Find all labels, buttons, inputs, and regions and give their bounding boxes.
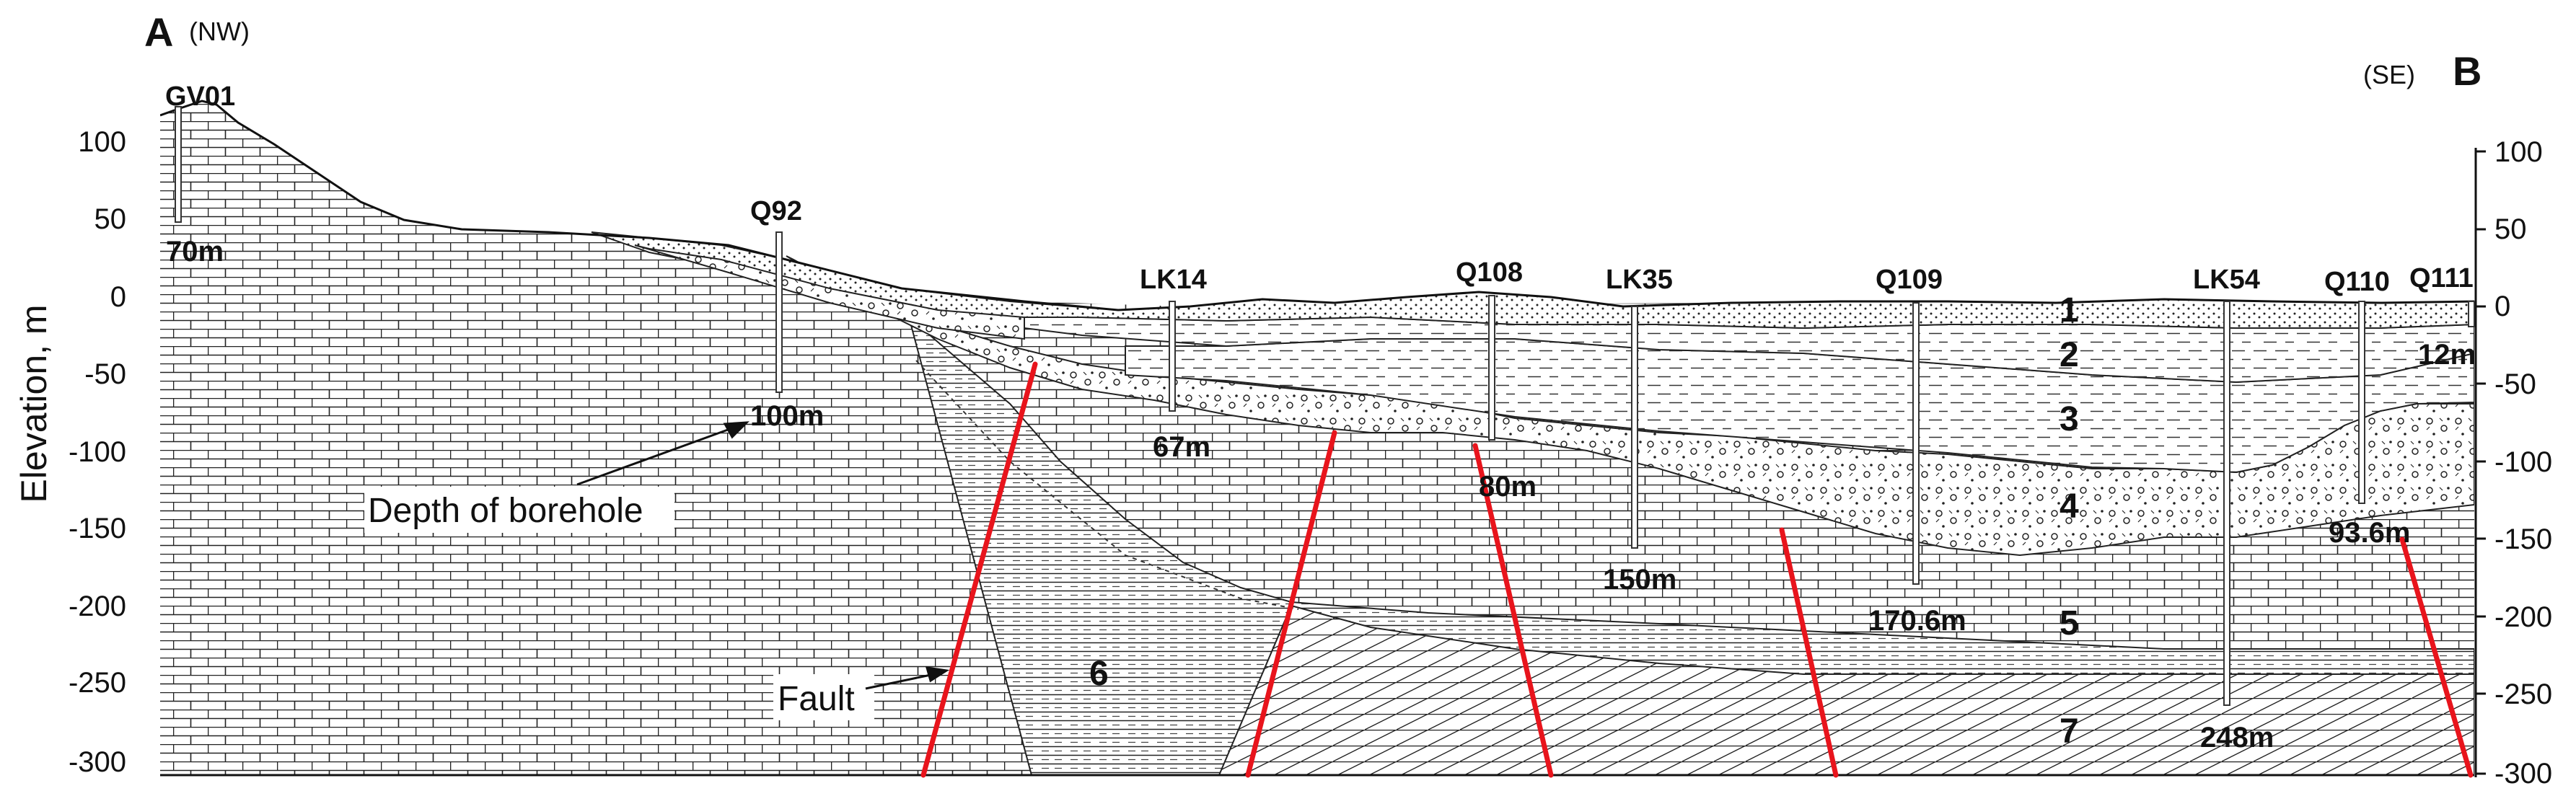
fault-line — [1472, 443, 1554, 778]
borehole-depth: 67m — [1153, 431, 1210, 463]
borehole-depth: 70m — [166, 236, 224, 268]
annotation-fault: Fault — [778, 680, 855, 718]
right-tick-label: -300 — [2494, 758, 2552, 790]
left-tick-label: 0 — [110, 281, 126, 313]
unit-number: 3 — [2060, 400, 2079, 438]
borehole-name: Q92 — [750, 196, 802, 226]
left-tick-label: 100 — [78, 126, 126, 158]
unit-number: 7 — [2060, 712, 2079, 751]
borehole-depth: 12m — [2418, 339, 2476, 371]
faults — [920, 361, 2474, 778]
borehole-q110 — [2358, 301, 2365, 504]
fault-line — [2399, 536, 2474, 778]
borehole-depth: 93.6m — [2329, 517, 2410, 549]
right-tick-label: 0 — [2494, 291, 2510, 322]
left-tick-label: -100 — [69, 436, 126, 468]
borehole-depth: 248m — [2200, 722, 2274, 753]
borehole-name: LK54 — [2193, 265, 2260, 295]
ground-surface — [160, 100, 2474, 311]
left-tick-label: -200 — [69, 591, 126, 622]
fault-line — [920, 361, 1038, 778]
left-y-axis: 100 50 0 -50 -100 -150 -200 -250 -300 — [69, 126, 126, 778]
borehole-lk14 — [1169, 301, 1176, 412]
fault-line — [1779, 527, 1839, 778]
borehole-name: Q108 — [1456, 257, 1523, 288]
annotation-arrow-depth — [576, 421, 749, 486]
right-tick-label: -150 — [2494, 523, 2552, 555]
borehole-q109 — [1912, 302, 1920, 585]
borehole-name: LK35 — [1606, 265, 1673, 295]
borehole-q92 — [775, 231, 783, 393]
borehole-depth: 100m — [750, 400, 824, 432]
right-tick-label: -100 — [2494, 446, 2552, 478]
annotation-arrow-fault — [865, 666, 950, 690]
borehole-name: Q111 — [2409, 263, 2474, 293]
corner-direction-nw: (NW) — [189, 17, 250, 46]
right-y-axis: 100 50 0 -50 -100 -150 -200 -250 -300 — [2494, 136, 2552, 790]
left-tick-label: -250 — [69, 667, 126, 699]
right-tick-label: -200 — [2494, 601, 2552, 633]
unit-number: 6 — [1089, 655, 1109, 693]
left-tick-label: -300 — [69, 746, 126, 778]
boreholes — [175, 106, 2475, 706]
annotation-depth-of-borehole: Depth of borehole — [368, 492, 643, 530]
y-axis-title: Elevation, m — [14, 304, 54, 503]
unit-7-layer — [1218, 604, 2474, 775]
unit-number: 4 — [2060, 487, 2079, 526]
borehole-name: Q109 — [1876, 265, 1943, 295]
gravel-wedge-west — [634, 244, 1025, 340]
borehole-name: LK14 — [1140, 265, 1207, 295]
borehole-lk54 — [2223, 301, 2230, 706]
right-tick-label: -250 — [2494, 678, 2552, 710]
borehole-q111 — [2468, 301, 2475, 327]
corner-label-a: A — [144, 9, 173, 55]
borehole-depths: 70m 100m 67m 80m 150m 170.6m 248m 93.6m … — [166, 236, 2476, 753]
unit-numbers: 1 2 3 4 5 6 7 — [1089, 291, 2079, 751]
annotation-bg-depth — [364, 487, 674, 533]
right-axis-ticks — [2476, 150, 2486, 775]
unit-number: 5 — [2060, 604, 2079, 642]
borehole-gv01 — [175, 106, 182, 223]
borehole-name: Q110 — [2324, 267, 2390, 297]
borehole-depth: 170.6m — [1868, 605, 1966, 637]
unit-number: 1 — [2060, 291, 2079, 330]
left-tick-label: -50 — [84, 358, 126, 390]
corner-label-b: B — [2453, 48, 2482, 94]
right-tick-label: -50 — [2494, 368, 2536, 400]
unit-5-6-contact — [915, 360, 1299, 610]
borehole-name: GV01 — [165, 81, 235, 112]
corner-direction-se: (SE) — [2363, 60, 2415, 89]
fault-line — [1245, 430, 1337, 778]
unit-number: 2 — [2060, 336, 2079, 374]
geology-layers — [160, 100, 2474, 775]
borehole-lk35 — [1631, 306, 1638, 549]
borehole-names: GV01 Q92 LK14 Q108 LK35 Q109 LK54 Q110 Q… — [165, 81, 2474, 297]
right-tick-label: 50 — [2494, 213, 2527, 245]
borehole-depth: 150m — [1603, 564, 1676, 596]
left-tick-label: 50 — [94, 203, 127, 235]
left-tick-label: -150 — [69, 513, 126, 544]
annotation-bg-fault — [773, 674, 874, 720]
borehole-q108 — [1488, 295, 1495, 441]
right-tick-label: 100 — [2494, 136, 2543, 168]
borehole-depth: 80m — [1479, 471, 1537, 503]
